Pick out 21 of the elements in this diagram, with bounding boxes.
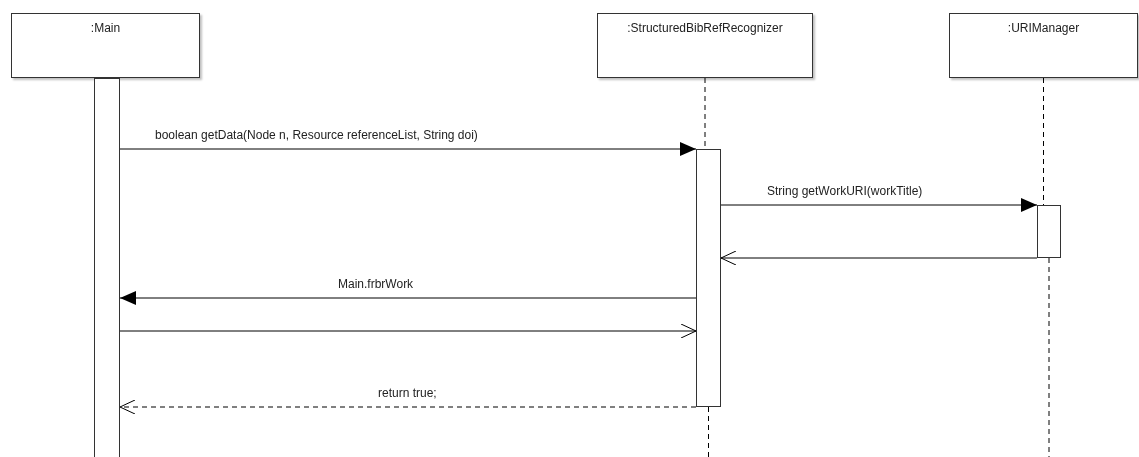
- activation-bar: [696, 149, 721, 407]
- message-arrow: [720, 198, 1038, 212]
- message-arrow: [119, 142, 697, 156]
- activation-bar: [94, 78, 120, 457]
- lifeline-head-box: [597, 13, 813, 78]
- lifeline: [1043, 77, 1044, 206]
- lifeline-head-box: [11, 13, 200, 78]
- object-name: :Main: [89, 20, 122, 37]
- message-arrow: [720, 250, 1038, 266]
- message-arrow: [119, 323, 697, 339]
- lifeline-head-box: [949, 13, 1138, 78]
- activation-bar: [1037, 205, 1061, 258]
- lifeline: [708, 406, 709, 457]
- edge-label: return true;: [378, 385, 437, 401]
- object-name: :URIManager: [1006, 20, 1081, 37]
- object-name: :StructuredBibRefRecognizer: [626, 20, 784, 37]
- message-arrow: [119, 399, 697, 415]
- lifeline: [1048, 257, 1050, 457]
- message-arrow: [119, 291, 697, 305]
- edge-label: String getWorkURI(workTitle): [767, 183, 923, 199]
- edge-label: boolean getData(Node n, Resource referenceList, String doi): [155, 127, 478, 143]
